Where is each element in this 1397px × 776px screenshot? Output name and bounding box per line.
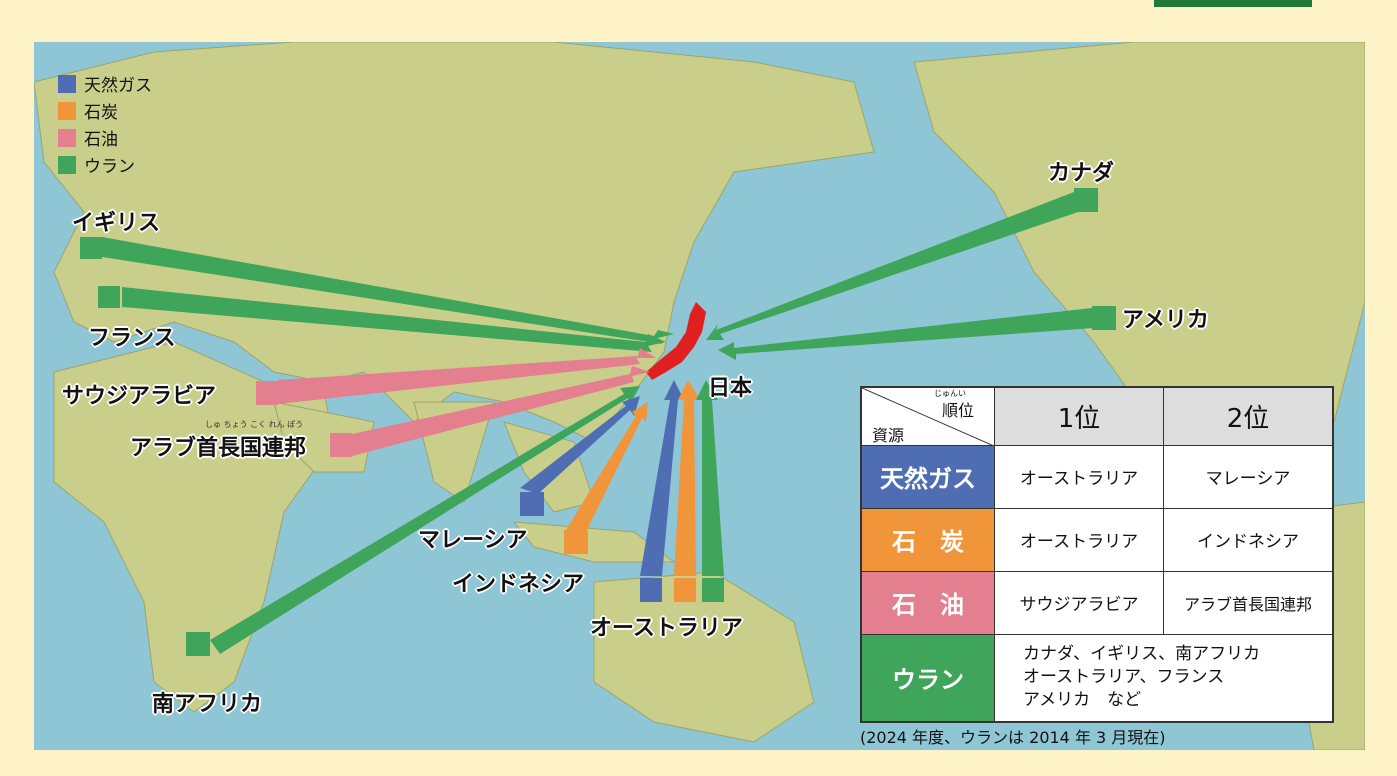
header-tab [1154, 0, 1312, 7]
ranking-table: じゅんい 順位 資源 1位 2位 天然ガス オーストラリア マレーシア 石 炭 … [860, 386, 1334, 723]
legend: 天然ガス 石炭 石油 ウラン [58, 70, 152, 178]
label-indonesia: インドネシア [452, 572, 585, 597]
table-row: 石 炭 オーストラリア インドネシア [860, 507, 1334, 572]
second-cell: アラブ首長国連邦 [1163, 570, 1334, 635]
table-header-row: じゅんい 順位 資源 1位 2位 [860, 386, 1334, 446]
label-south-africa: 南アフリカ [152, 692, 263, 717]
header-second: 2位 [1163, 386, 1334, 446]
label-uk: イギリス [72, 211, 161, 236]
legend-label: ウラン [84, 157, 135, 177]
australia-landmass [593, 571, 815, 743]
arrow-saudi-oil [278, 348, 656, 404]
header-corner-cell: じゅんい 順位 資源 [860, 386, 995, 446]
arrow-indonesia-coal [566, 402, 648, 536]
arrow-uk-uranium [102, 237, 674, 344]
label-uae: アラブ首長国連邦 [130, 436, 307, 461]
label-australia: オーストラリア [590, 616, 743, 641]
marker-saudi [256, 381, 278, 405]
table-row-uranium: ウラン カナダ、イギリス、南アフリカ オーストラリア、フランス アメリカ など [860, 633, 1334, 723]
legend-swatch-oil [58, 128, 76, 147]
label-canada: カナダ [1048, 161, 1115, 186]
table-row: 石 油 サウジアラビア アラブ首長国連邦 [860, 570, 1334, 635]
uranium-line: オーストラリア、フランス [1023, 667, 1225, 688]
arrow-canada-uranium [706, 192, 1084, 340]
uranium-countries-cell: カナダ、イギリス、南アフリカ オーストラリア、フランス アメリカ など [994, 633, 1334, 723]
label-japan: 日本 [708, 376, 753, 401]
arrow-australia-gas [640, 380, 684, 576]
resource-cell-oil: 石 油 [860, 570, 995, 635]
first-cell: オーストラリア [994, 507, 1164, 572]
legend-label: 石油 [84, 130, 118, 150]
marker-uae [330, 433, 352, 457]
table-row: 天然ガス オーストラリア マレーシア [860, 444, 1334, 509]
marker-uk [80, 237, 102, 259]
rank-ruby: じゅんい [934, 389, 966, 398]
arrow-usa-uranium [718, 308, 1094, 360]
japan-landmass [646, 302, 706, 380]
legend-swatch-gas [58, 74, 76, 93]
uranium-line: アメリカ など [1023, 690, 1142, 711]
legend-item-uranium: ウラン [58, 151, 152, 178]
label-usa: アメリカ [1122, 308, 1209, 333]
marker-malaysia [520, 492, 544, 516]
second-cell: インドネシア [1163, 507, 1334, 572]
marker-indonesia [564, 530, 588, 554]
rank-header: 順位 [942, 401, 975, 420]
marker-australia-gas [640, 578, 662, 602]
marker-australia-coal [674, 578, 696, 602]
legend-swatch-uranium [58, 155, 76, 174]
resource-header: 資源 [872, 426, 905, 445]
first-cell: サウジアラビア [994, 570, 1164, 635]
resource-cell-gas: 天然ガス [860, 444, 995, 509]
second-cell: マレーシア [1163, 444, 1334, 509]
source-markers [80, 188, 1116, 656]
label-malaysia: マレーシア [418, 528, 528, 553]
label-uae-ruby: しゅ ちょう こく れん ぽう [205, 420, 304, 429]
marker-southafrica [186, 632, 210, 656]
marker-australia-uranium [702, 578, 724, 602]
first-cell: オーストラリア [994, 444, 1164, 509]
legend-item-coal: 石炭 [58, 97, 152, 124]
arrow-australia-coal [674, 380, 700, 576]
marker-usa [1092, 306, 1116, 330]
resource-cell-uranium: ウラン [860, 633, 995, 723]
uranium-line: カナダ、イギリス、南アフリカ [1023, 644, 1261, 665]
arrow-australia-uranium [696, 380, 724, 576]
indonesia-landmass [512, 521, 676, 563]
label-saudi: サウジアラビア [62, 384, 217, 409]
arrow-france-uranium [122, 287, 666, 352]
arrow-uae-oil [352, 366, 650, 456]
marker-canada [1074, 188, 1098, 212]
legend-label: 天然ガス [84, 76, 152, 96]
label-france: フランス [88, 326, 176, 351]
arrow-malaysia-gas [520, 396, 640, 494]
arrows [102, 192, 1094, 654]
footnote: (2024 年度、ウランは 2014 年 3 月現在) [860, 728, 1166, 747]
resource-cell-coal: 石 炭 [860, 507, 995, 572]
corner-diagonal [862, 388, 994, 446]
legend-swatch-coal [58, 101, 76, 120]
header-first: 1位 [994, 386, 1164, 446]
arrow-southafrica-uranium [210, 386, 640, 654]
marker-france [98, 286, 120, 308]
legend-item-gas: 天然ガス [58, 70, 152, 97]
legend-item-oil: 石油 [58, 124, 152, 151]
legend-label: 石炭 [84, 103, 118, 123]
